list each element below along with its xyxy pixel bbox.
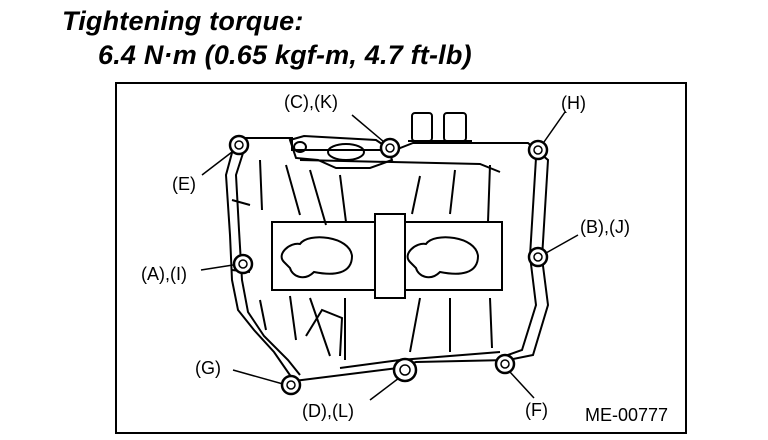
diagram-frame xyxy=(115,82,687,434)
top-bracket xyxy=(288,134,394,169)
label-h: (H) xyxy=(561,93,586,113)
bolt-ck xyxy=(379,137,401,159)
bolt-ai xyxy=(232,253,254,275)
torque-spec-line: 6.4 N·m (0.65 kgf-m, 4.7 ft-lb) xyxy=(98,40,472,70)
figure-code: ME-00777 xyxy=(585,405,668,425)
label-f: (F) xyxy=(525,400,548,420)
bolt-g xyxy=(280,374,302,396)
spark-plug-hole-left xyxy=(280,236,354,279)
bolt-e xyxy=(228,134,250,156)
label-bj: (B),(J) xyxy=(580,217,630,237)
label-g: (G) xyxy=(195,358,221,378)
cover-body xyxy=(231,159,503,360)
bolt-h xyxy=(527,139,549,161)
torque-heading: Tightening torque: 6.4 N·m (0.65 kgf-m, … xyxy=(62,4,472,72)
spark-plug-hole-right xyxy=(406,236,480,279)
bolt-dl xyxy=(392,357,418,383)
leader-lines xyxy=(200,111,579,401)
label-ai: (A),(I) xyxy=(141,264,187,284)
label-ck: (C),(K) xyxy=(284,92,338,112)
label-e: (E) xyxy=(172,174,196,194)
label-dl: (D),(L) xyxy=(302,401,354,421)
torque-heading-line1: Tightening torque: xyxy=(62,6,304,36)
connector-pair xyxy=(408,112,472,142)
bolt-f xyxy=(494,353,516,375)
bolt-bj xyxy=(527,246,549,268)
